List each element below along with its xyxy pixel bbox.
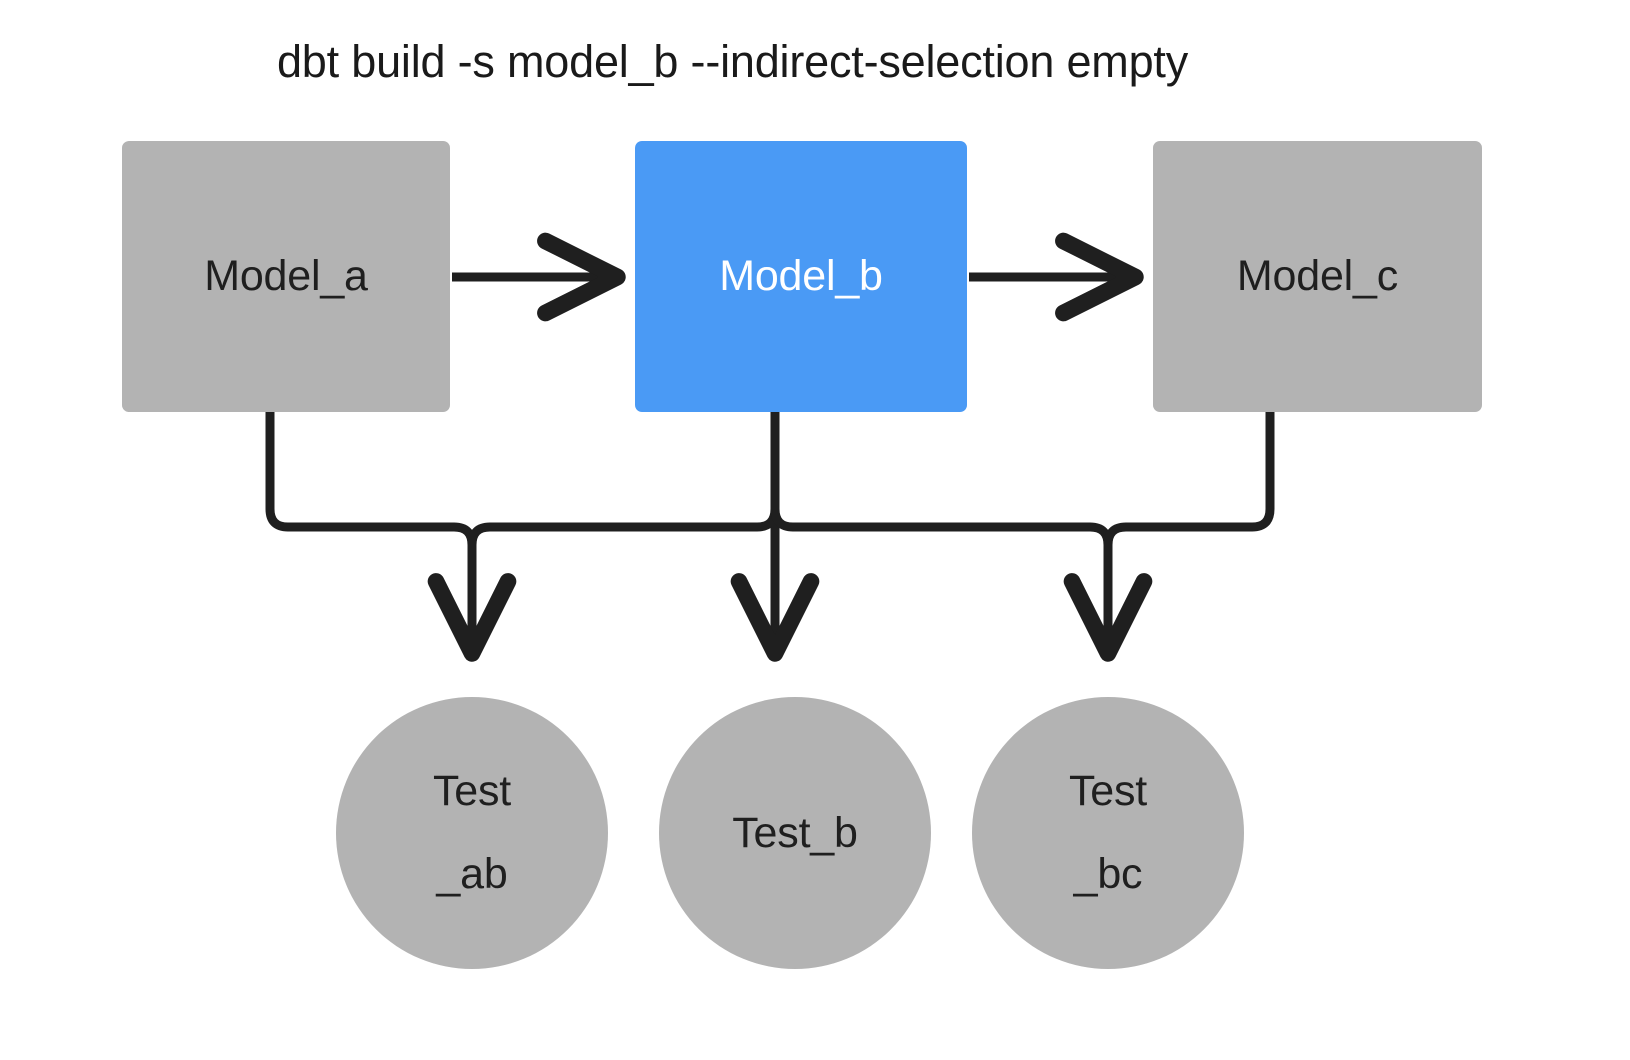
- edge-model-b-to-test-bc: [770, 412, 1153, 662]
- node-test-ab[interactable]: [336, 697, 608, 969]
- node-model-b[interactable]: [635, 141, 967, 412]
- test-nodes: [336, 697, 1244, 969]
- page-title: dbt build -s model_b --indirect-selectio…: [276, 36, 1188, 87]
- edge-model-c-to-test-bc: [1103, 412, 1275, 648]
- edge-model-a-to-test-ab: [265, 412, 517, 662]
- node-test-b[interactable]: [659, 697, 931, 969]
- model-nodes: [122, 141, 1482, 412]
- node-model-c[interactable]: [1153, 141, 1482, 412]
- edge-layer: [265, 232, 1275, 662]
- node-test-bc[interactable]: [972, 697, 1244, 969]
- edge-model-b-to-test-ab: [467, 412, 780, 648]
- node-model-a[interactable]: [122, 141, 450, 412]
